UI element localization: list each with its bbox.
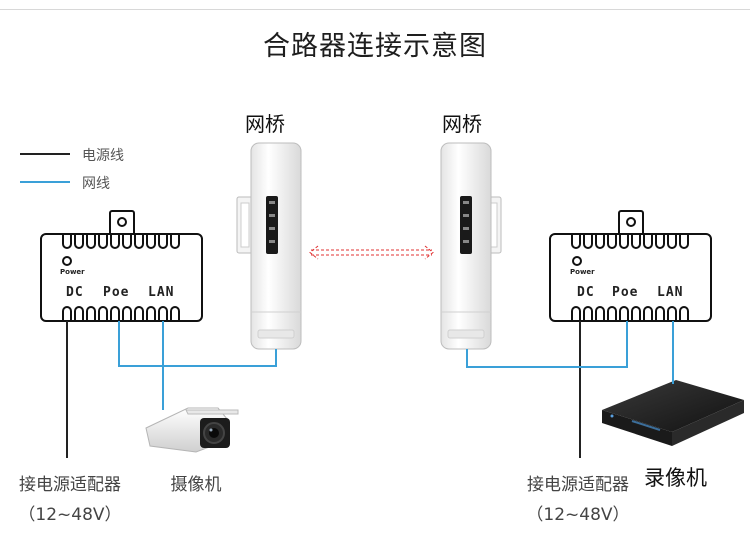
mount-hole-icon — [626, 217, 636, 227]
port-label-lan: LAN — [657, 285, 684, 300]
right-adapter-caption: 接电源适配器 — [527, 475, 629, 495]
adapter-body — [40, 233, 203, 322]
port-label-poe: Poe — [612, 285, 639, 300]
power-indicator-label: Power — [60, 268, 85, 276]
mount-hole-icon — [117, 217, 127, 227]
indicator-leds — [269, 201, 275, 243]
port-label-poe: Poe — [103, 285, 130, 300]
adapter-vent-bottom — [62, 306, 180, 321]
adapter-vent-top — [62, 234, 180, 249]
indicator-panel — [460, 196, 472, 254]
network-lines — [118, 321, 674, 410]
adapter-mount-tab — [618, 210, 644, 236]
wireless-bridge-right — [440, 142, 502, 350]
power-lines — [66, 321, 581, 458]
poe-adapter-left — [40, 210, 203, 322]
legend-power-line-label: 电源线 — [82, 148, 124, 164]
indicator-panel — [266, 196, 278, 254]
recorder-caption: 录像机 — [644, 466, 707, 490]
adapter-mount-tab — [109, 210, 135, 236]
adapter-vent-bottom — [571, 306, 689, 321]
wireless-bridge-left — [236, 142, 302, 350]
wireless-link-arrow — [309, 245, 434, 260]
legend-network-line-label: 网线 — [82, 176, 110, 192]
bridge-label-right: 网桥 — [442, 112, 482, 136]
left-adapter-caption: 接电源适配器 — [19, 475, 121, 495]
power-led-icon — [572, 256, 582, 266]
adapter-body — [549, 233, 712, 322]
adapter-vent-top — [571, 234, 689, 249]
left-voltage-caption: （12~48V） — [18, 505, 122, 525]
poe-adapter-right — [549, 210, 712, 322]
port-label-dc: DC — [66, 285, 84, 300]
video-recorder-icon — [602, 380, 744, 446]
diagram-title: 合路器连接示意图 — [263, 31, 487, 62]
port-label-lan: LAN — [148, 285, 175, 300]
top-divider — [0, 9, 750, 10]
right-voltage-caption: （12~48V） — [526, 505, 630, 525]
power-led-icon — [62, 256, 72, 266]
bridge-label-left: 网桥 — [245, 112, 285, 136]
security-camera-icon — [145, 407, 239, 453]
indicator-leds — [463, 201, 469, 243]
port-label-dc: DC — [577, 285, 595, 300]
camera-caption: 摄像机 — [170, 475, 222, 495]
power-indicator-label: Power — [570, 268, 595, 276]
